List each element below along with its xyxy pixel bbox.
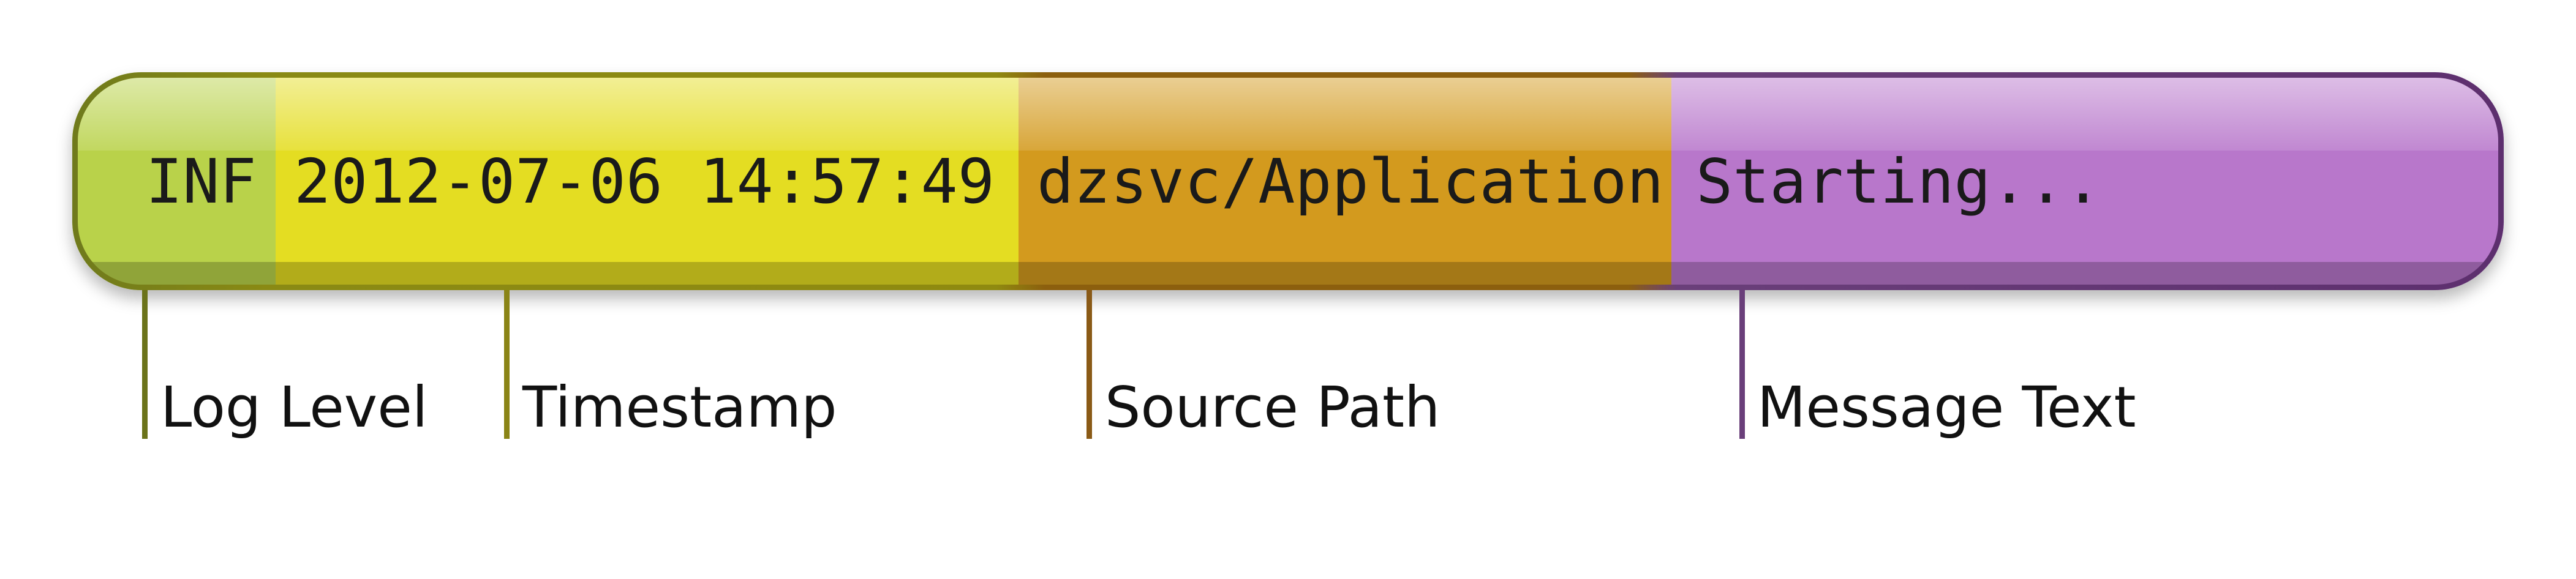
log-level-value: INF bbox=[146, 145, 257, 217]
timestamp-value: 2012-07-06 14:57:49 bbox=[294, 145, 995, 217]
message-segment: Starting... bbox=[1671, 72, 2504, 290]
source-path-label: Source Path bbox=[1105, 375, 1441, 440]
message-value: Starting... bbox=[1696, 145, 2102, 217]
log-level-segment: INF bbox=[72, 72, 276, 290]
log-level-label: Log Level bbox=[160, 375, 428, 440]
message-leader-line bbox=[1739, 290, 1745, 439]
message-text-label: Message Text bbox=[1757, 375, 2136, 440]
timestamp-segment: 2012-07-06 14:57:49 bbox=[276, 72, 1019, 290]
source-path-leader-line bbox=[1087, 290, 1092, 439]
timestamp-leader-line bbox=[504, 290, 510, 439]
source-path-value: dzsvc/Application bbox=[1037, 145, 1664, 217]
timestamp-label: Timestamp bbox=[522, 375, 837, 440]
log-line-bar: INF 2012-07-06 14:57:49 dzsvc/Applicatio… bbox=[72, 72, 2504, 290]
source-path-segment: dzsvc/Application bbox=[1019, 72, 1671, 290]
log-level-leader-line bbox=[142, 290, 148, 439]
